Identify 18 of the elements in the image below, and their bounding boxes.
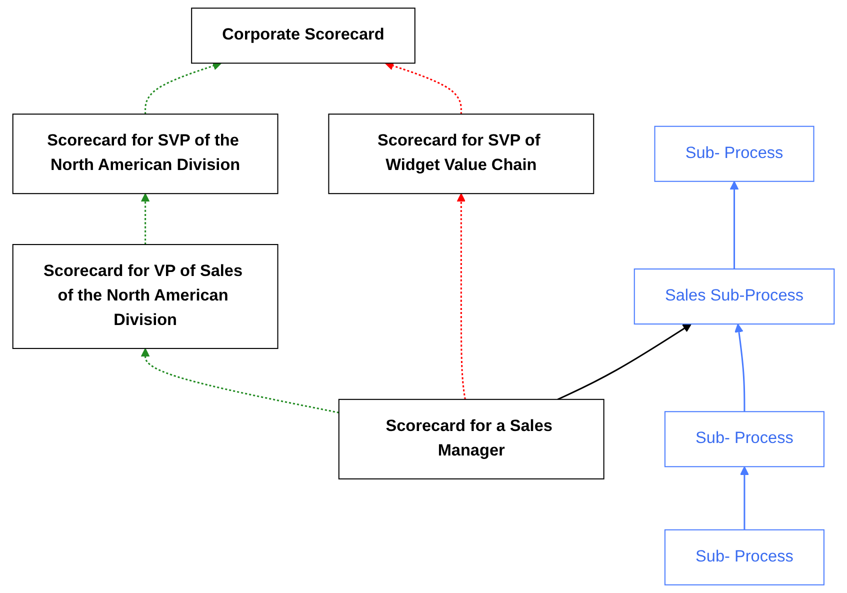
arrow bbox=[557, 324, 692, 400]
node-box: Scorecard for SVP of the North American Division bbox=[12, 114, 278, 194]
arrow bbox=[456, 193, 466, 400]
arrow bbox=[140, 348, 340, 414]
node-box: Scorecard for VP of Sales of the North American Division bbox=[12, 244, 278, 349]
node-box: Sub- Process bbox=[654, 126, 814, 182]
node-box: Scorecard for a Sales Manager bbox=[338, 398, 604, 480]
arrow bbox=[730, 180, 739, 269]
arrow bbox=[140, 193, 150, 245]
arrow bbox=[740, 466, 749, 530]
node-box: Corporate Scorecard bbox=[191, 8, 416, 64]
arrow bbox=[384, 62, 462, 114]
node-box: Sub- Process bbox=[664, 411, 824, 468]
arrow bbox=[734, 324, 746, 412]
arrow bbox=[144, 62, 222, 114]
node-box: Scorecard for SVP of Widget Value Chain bbox=[328, 114, 594, 194]
node-box: Sales Sub-Process bbox=[634, 268, 835, 325]
node-box: Sub- Process bbox=[664, 529, 824, 586]
